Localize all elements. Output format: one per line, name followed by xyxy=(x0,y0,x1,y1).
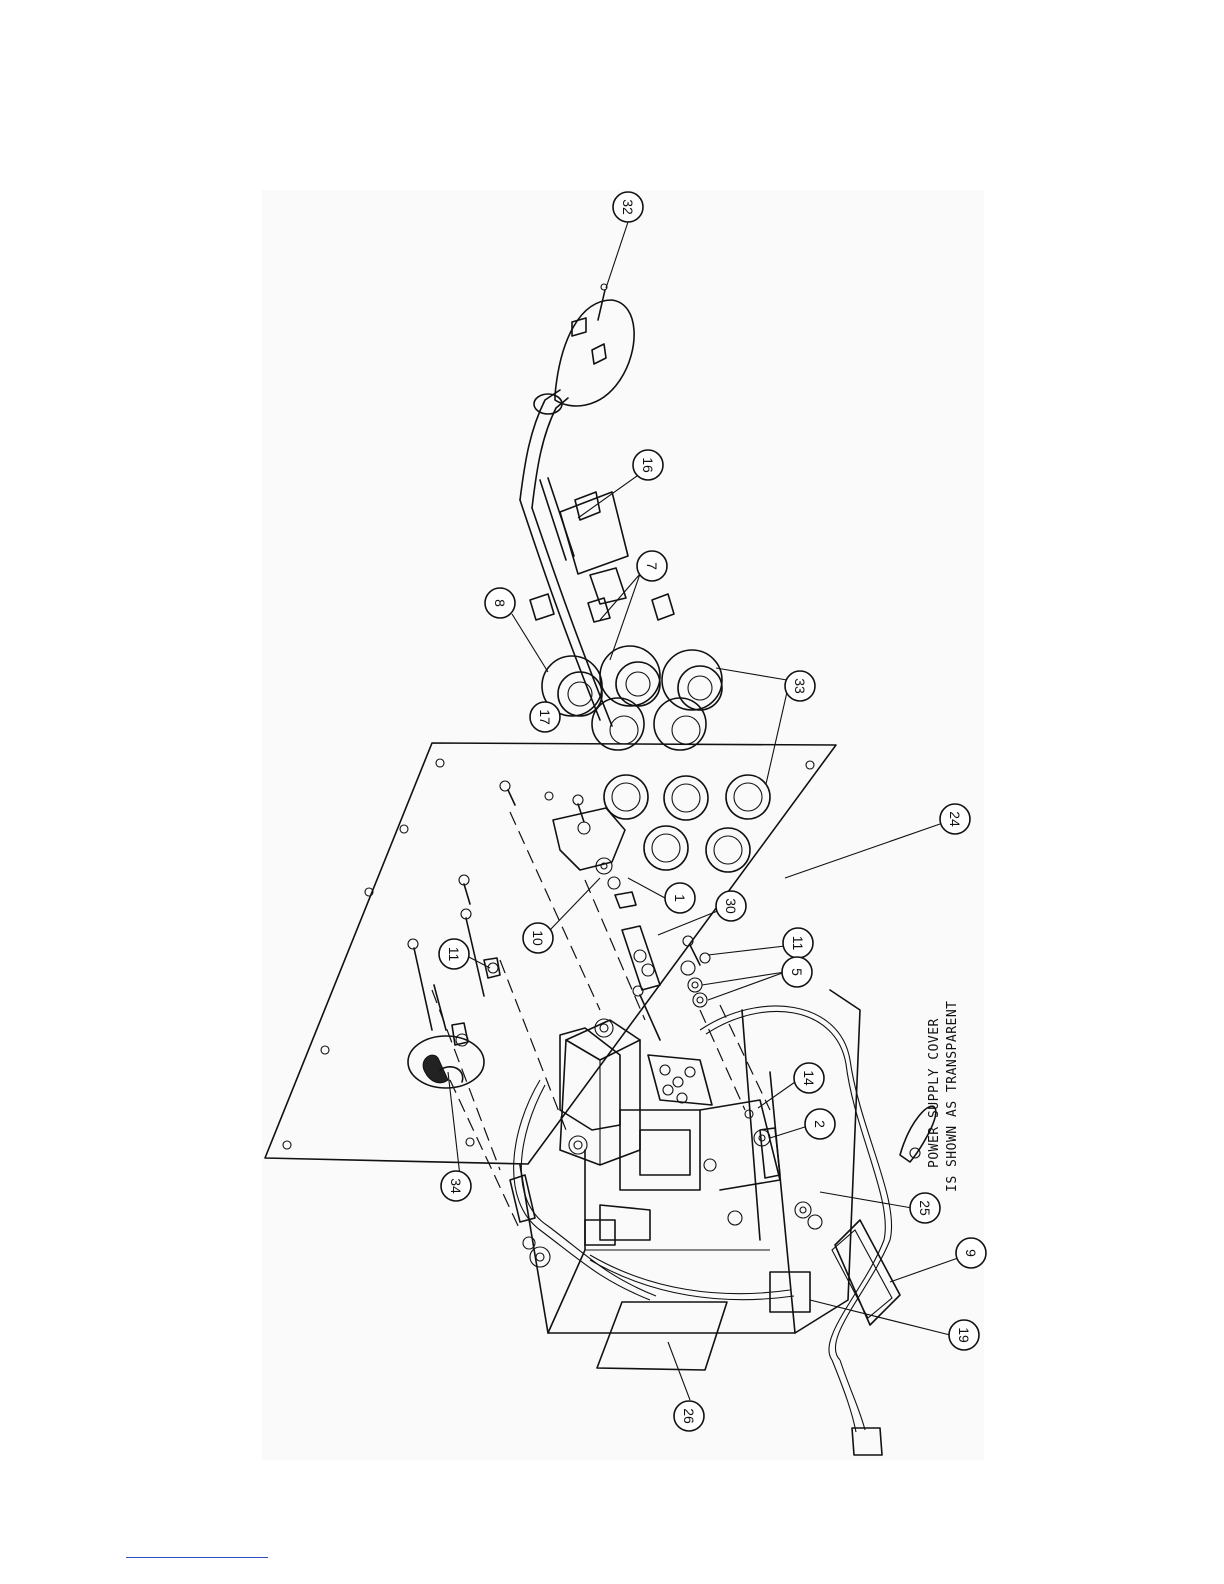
callout-26: 26 xyxy=(674,1401,704,1431)
callout-14: 14 xyxy=(794,1063,824,1093)
callout-11-left: 11 xyxy=(439,939,469,969)
callout-label: 33 xyxy=(792,678,808,694)
callout-label: 2 xyxy=(812,1120,828,1128)
footer-rule xyxy=(126,1557,268,1558)
callout-label: 30 xyxy=(723,898,739,914)
callout-label: 34 xyxy=(448,1178,464,1194)
callout-label: 10 xyxy=(530,930,546,946)
callout-11-right: 11 xyxy=(783,928,813,958)
callout-34: 34 xyxy=(441,1171,471,1201)
callout-label: 8 xyxy=(492,599,508,607)
callout-30: 30 xyxy=(716,891,746,921)
callout-8: 8 xyxy=(485,588,515,618)
callout-17: 17 xyxy=(530,702,560,732)
callout-24: 24 xyxy=(940,804,970,834)
callout-label: 16 xyxy=(640,457,656,473)
callout-19: 19 xyxy=(949,1320,979,1350)
callout-label: 26 xyxy=(681,1408,697,1424)
callout-5: 5 xyxy=(782,957,812,987)
callout-label: 32 xyxy=(620,199,636,215)
callout-label: 7 xyxy=(644,562,660,570)
callout-label: 17 xyxy=(537,709,553,725)
callout-label: 9 xyxy=(963,1249,979,1257)
callout-label: 11 xyxy=(790,936,806,951)
note-line-2: IS SHOWN AS TRANSPARENT xyxy=(945,1000,960,1192)
callout-1: 1 xyxy=(665,883,695,913)
callout-label: 1 xyxy=(672,894,688,902)
callout-label: 14 xyxy=(801,1070,817,1086)
callout-16: 16 xyxy=(633,450,663,480)
callout-9: 9 xyxy=(956,1238,986,1268)
callout-7: 7 xyxy=(637,551,667,581)
callout-label: 24 xyxy=(947,811,963,827)
callout-label: 11 xyxy=(446,947,462,962)
callout-label: 25 xyxy=(917,1200,933,1216)
callout-2: 2 xyxy=(805,1109,835,1139)
callout-label: 5 xyxy=(789,968,805,976)
callout-25: 25 xyxy=(910,1193,940,1223)
callout-33: 33 xyxy=(785,671,815,701)
note-line-1: POWER SUPPLY COVER xyxy=(927,1018,942,1168)
callout-label: 19 xyxy=(956,1327,972,1343)
callout-32: 32 xyxy=(613,192,643,222)
callout-10: 10 xyxy=(523,923,553,953)
